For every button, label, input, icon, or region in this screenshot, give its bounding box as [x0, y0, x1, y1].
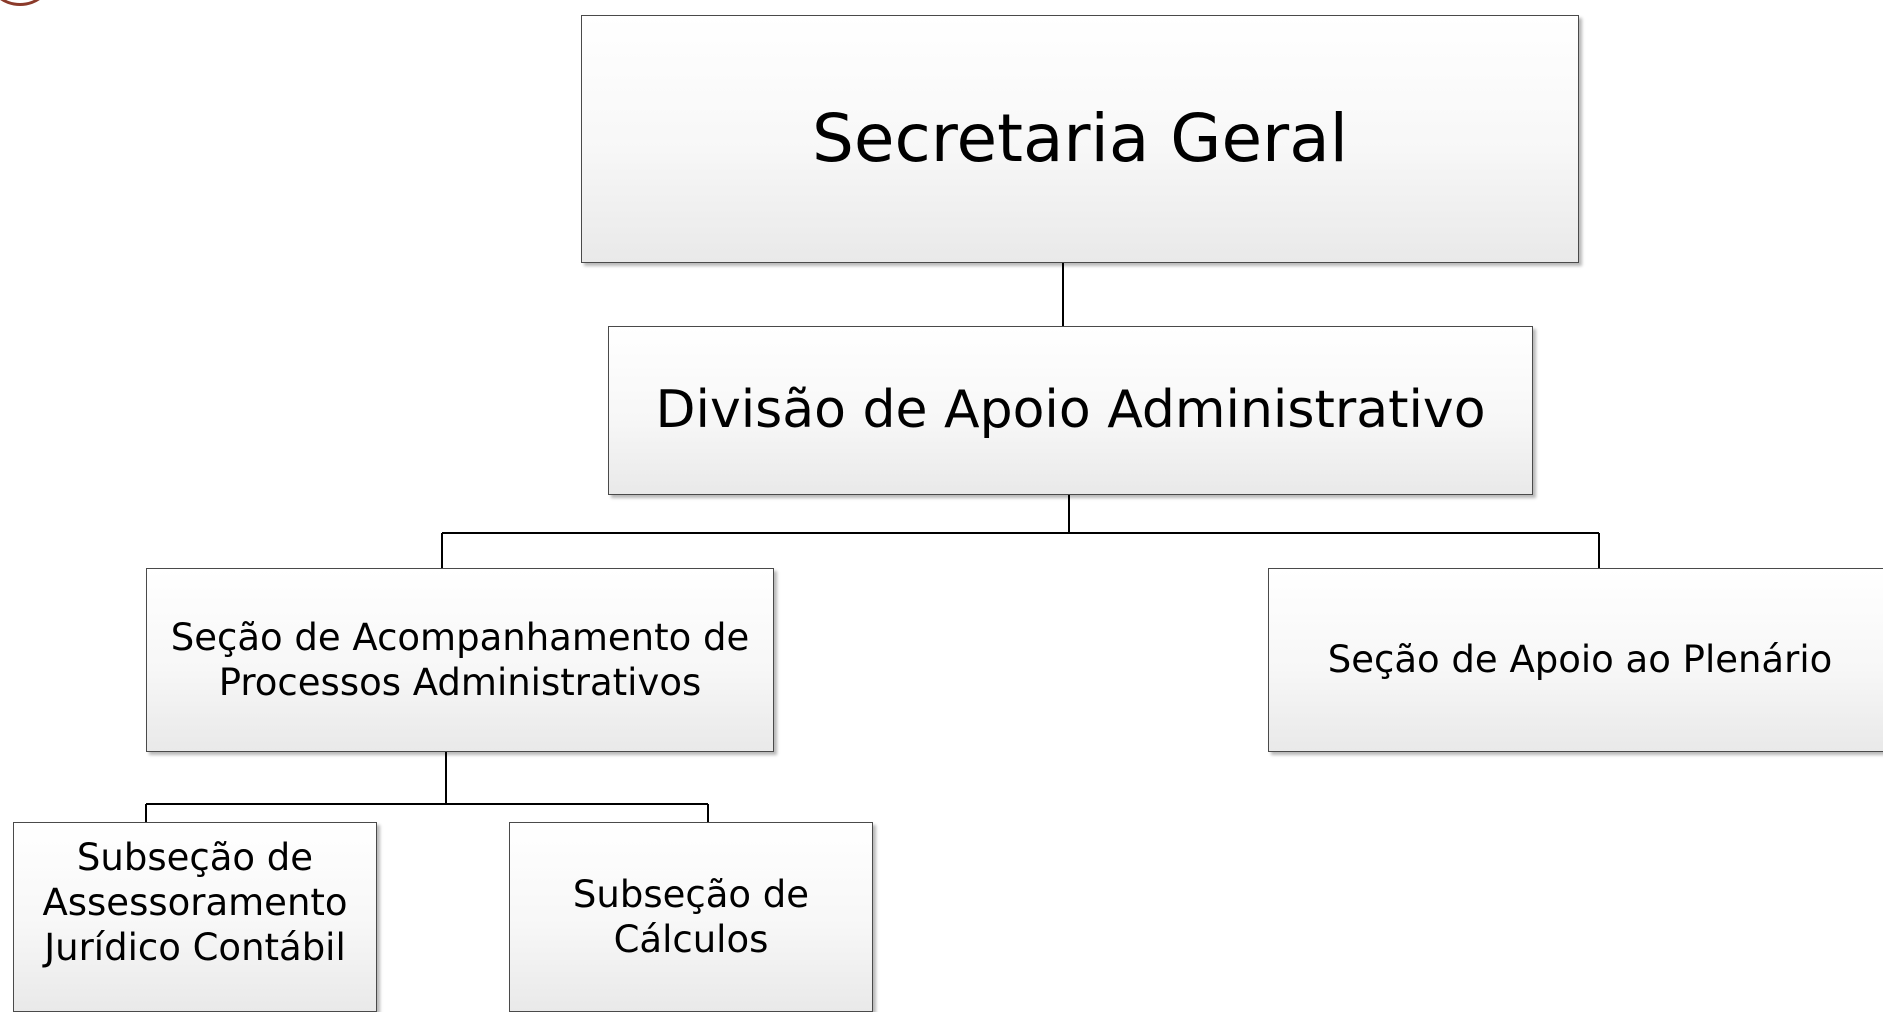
node-secretaria-geral-label: Secretaria Geral — [812, 99, 1348, 177]
node-subsecao-assessoramento-label: Subseção de Assessoramento Jurídico Cont… — [42, 836, 348, 970]
node-secao-acompanhamento-processos-label: Seção de Acompanhamento de Processos Adm… — [170, 615, 750, 704]
node-subsecao-calculos-label: Subseção de Cálculos — [572, 872, 810, 961]
node-divisao-apoio-administrativo-label: Divisão de Apoio Administrativo — [655, 379, 1486, 440]
node-secretaria-geral: Secretaria Geral — [581, 15, 1579, 263]
node-secao-apoio-plenario: Seção de Apoio ao Plenário — [1268, 568, 1883, 752]
node-subsecao-calculos: Subseção de Cálculos — [509, 822, 873, 1012]
node-secao-acompanhamento-processos: Seção de Acompanhamento de Processos Adm… — [146, 568, 774, 752]
node-subsecao-assessoramento: Subseção de Assessoramento Jurídico Cont… — [13, 822, 377, 1012]
node-secao-apoio-plenario-label: Seção de Apoio ao Plenário — [1327, 638, 1833, 682]
node-divisao-apoio-administrativo: Divisão de Apoio Administrativo — [608, 326, 1533, 495]
